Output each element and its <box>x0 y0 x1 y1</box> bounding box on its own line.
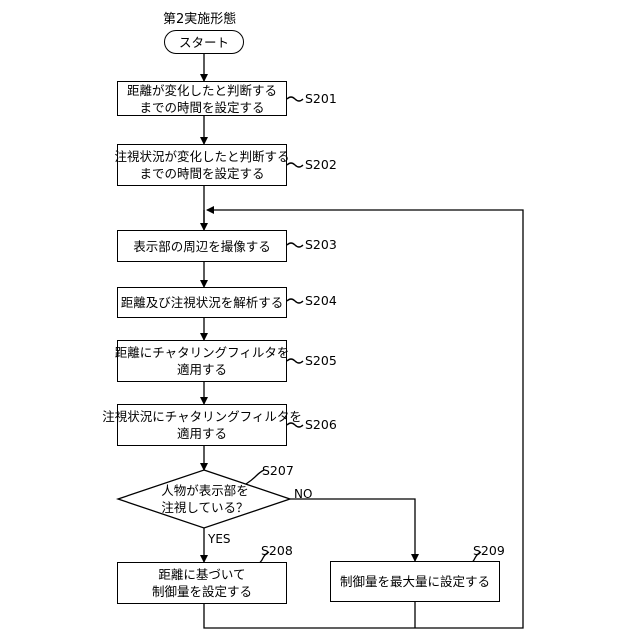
step-s204-line-1: 距離及び注視状況を解析する <box>121 294 284 311</box>
step-s209-box: 制御量を最大量に設定する <box>330 561 500 602</box>
leader-s201 <box>287 97 303 101</box>
step-s206-line-2: 適用する <box>102 425 302 442</box>
step-id-s206: S206 <box>305 418 337 432</box>
branch-no-label: NO <box>294 487 312 501</box>
step-s205-line-2: 適用する <box>115 361 290 378</box>
leader-s205 <box>287 359 303 363</box>
step-s201-line-1: 距離が変化したと判断する <box>127 82 277 99</box>
step-id-s201: S201 <box>305 92 337 106</box>
step-id-s207: S207 <box>262 464 294 478</box>
step-s202-line-2: までの時間を設定する <box>115 165 290 182</box>
diagram-title: 第2実施形態 <box>163 8 236 27</box>
step-id-s208: S208 <box>261 544 293 558</box>
step-s205-line-1: 距離にチャタリングフィルタを <box>115 344 290 361</box>
step-id-s205: S205 <box>305 354 337 368</box>
decision-s207-line-1: 人物が表示部を <box>120 482 290 499</box>
step-s204-box: 距離及び注視状況を解析する <box>117 287 287 318</box>
decision-s207-text: 人物が表示部を 注視している？ <box>120 482 290 516</box>
step-id-s202: S202 <box>305 158 337 172</box>
leader-s203 <box>287 243 303 247</box>
step-s201-box: 距離が変化したと判断する までの時間を設定する <box>117 81 287 116</box>
step-id-s209: S209 <box>473 544 505 558</box>
step-s206-box: 注視状況にチャタリングフィルタを 適用する <box>117 404 287 446</box>
step-s208-line-2: 制御量を設定する <box>152 583 252 600</box>
step-s208-line-1: 距離に基づいて <box>152 566 252 583</box>
start-label: スタート <box>179 34 229 51</box>
step-s201-line-2: までの時間を設定する <box>127 99 277 116</box>
branch-yes-label: YES <box>208 532 231 546</box>
step-s206-line-1: 注視状況にチャタリングフィルタを <box>102 408 302 425</box>
step-s209-line-1: 制御量を最大量に設定する <box>340 573 490 590</box>
step-s202-box: 注視状況が変化したと判断する までの時間を設定する <box>117 144 287 186</box>
step-id-s204: S204 <box>305 294 337 308</box>
step-s203-line-1: 表示部の周辺を撮像する <box>133 238 271 255</box>
decision-s207-line-2: 注視している？ <box>120 499 290 516</box>
arrow-no-s209 <box>290 499 415 561</box>
step-s202-line-1: 注視状況が変化したと判断する <box>115 148 290 165</box>
step-s208-box: 距離に基づいて 制御量を設定する <box>117 562 287 604</box>
step-s203-box: 表示部の周辺を撮像する <box>117 230 287 262</box>
step-id-s203: S203 <box>305 238 337 252</box>
line-s208-merge <box>204 604 415 628</box>
step-s205-box: 距離にチャタリングフィルタを 適用する <box>117 340 287 382</box>
leader-s204 <box>287 299 303 303</box>
start-terminal: スタート <box>164 30 244 54</box>
